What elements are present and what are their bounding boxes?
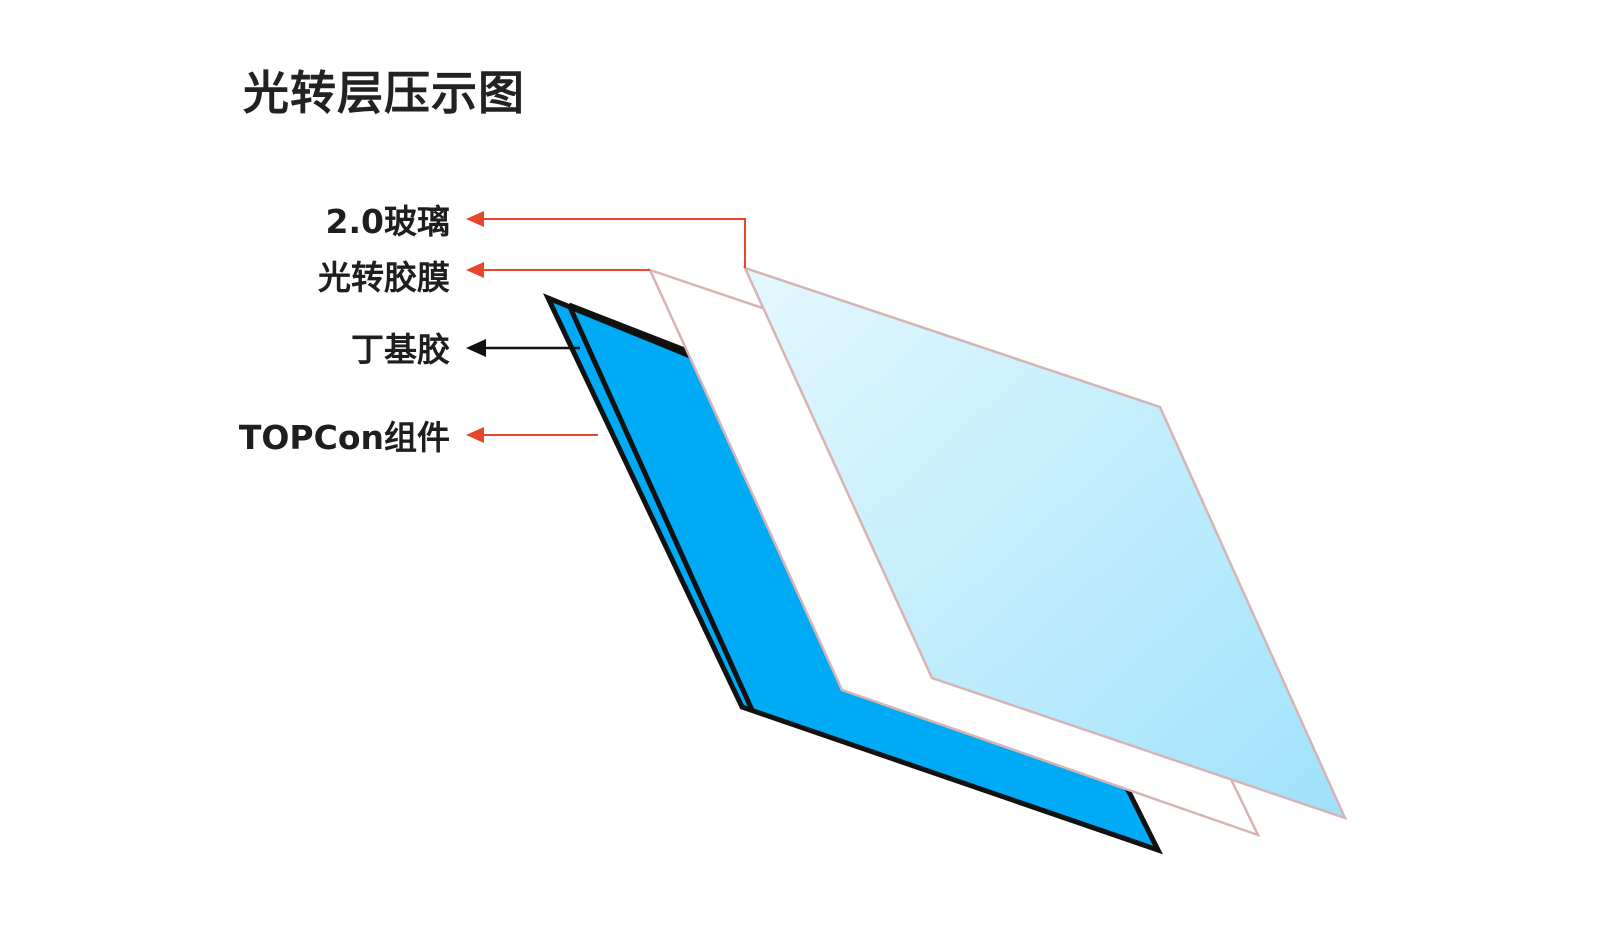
glass-pointer bbox=[466, 211, 746, 268]
page-title: 光转层压示图 bbox=[243, 66, 525, 120]
film-pointer bbox=[466, 262, 650, 278]
arrow-left-icon bbox=[466, 211, 484, 227]
arrow-left-icon bbox=[466, 427, 484, 443]
label-butyl: 丁基胶 bbox=[351, 330, 450, 369]
topcon-module-edge bbox=[566, 303, 755, 712]
label-film: 光转胶膜 bbox=[318, 258, 450, 297]
butyl-pointer bbox=[466, 339, 580, 357]
label-glass: 2.0玻璃 bbox=[325, 202, 450, 241]
topcon-pointer bbox=[466, 427, 598, 443]
arrow-left-icon bbox=[466, 262, 484, 278]
arrow-left-icon bbox=[466, 339, 486, 357]
label-topcon: TOPCon组件 bbox=[238, 418, 450, 457]
topcon-module-top-edge bbox=[568, 302, 701, 359]
glass-layer bbox=[742, 265, 1348, 821]
